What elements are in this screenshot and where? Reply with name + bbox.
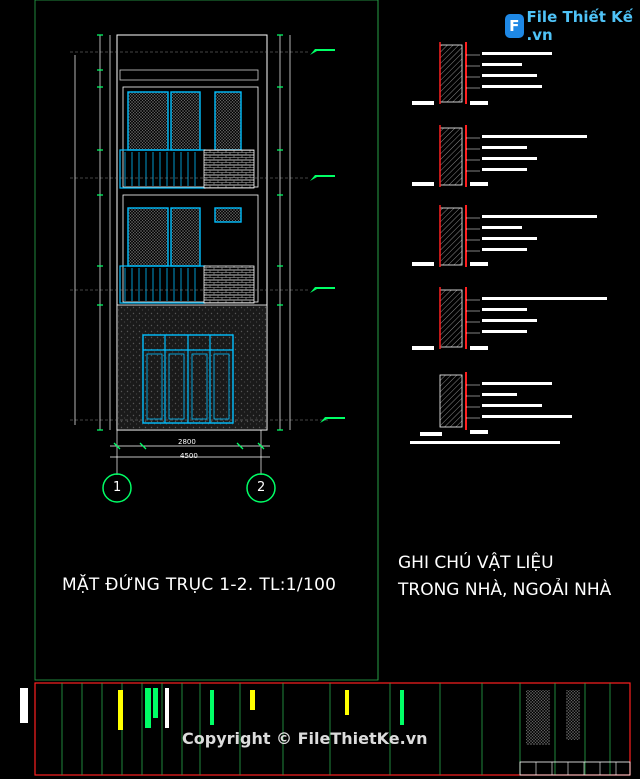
detail-5 [410, 372, 572, 444]
detail-4 [412, 287, 607, 350]
logo-text: File Thiết Kế .vn [526, 8, 633, 44]
material-notes-title-line2: TRONG NHÀ, NGOẢI NHÀ [398, 580, 612, 600]
detail-2 [412, 125, 587, 187]
axis-label-2: 2 [257, 480, 266, 495]
building-elevation [116, 34, 268, 431]
axis-label-1: 1 [113, 480, 122, 495]
filethietke-logo[interactable]: F File Thiết Kế .vn [505, 8, 633, 44]
level-markers [310, 49, 345, 423]
dimension-total: 4500 [180, 452, 198, 460]
copyright-watermark: Copyright © FileThietKe.vn [182, 729, 428, 748]
material-details [410, 42, 607, 444]
axis-bubbles [102, 473, 276, 503]
elevation-title: MẶT ĐỨNG TRỤC 1-2. TL:1/100 [62, 575, 337, 595]
title-block [20, 683, 631, 776]
panel-borders [34, 0, 631, 776]
dimension-bay: 2800 [178, 438, 196, 446]
detail-1 [412, 42, 552, 105]
detail-3 [412, 205, 597, 267]
logo-badge: F [505, 14, 524, 38]
dimension-lines-left [74, 34, 291, 431]
material-notes-title-line1: GHI CHÚ VẬT LIỆU [398, 553, 554, 573]
dimension-lines-bottom [110, 430, 270, 475]
